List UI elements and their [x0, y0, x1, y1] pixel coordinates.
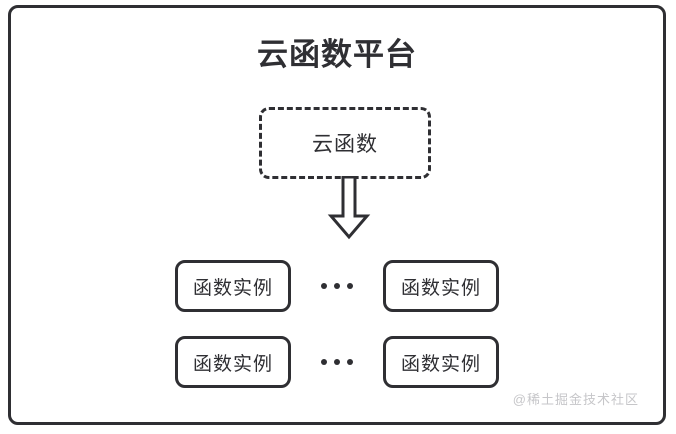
cloud-function-label: 云函数: [312, 133, 378, 156]
ellipsis-separator-icon: [291, 336, 383, 388]
cloud-function-node: 云函数: [259, 107, 431, 179]
function-instance-label: 函数实例: [400, 353, 481, 375]
function-instance-box: 函数实例: [175, 260, 291, 312]
instance-row: 函数实例 函数实例: [11, 336, 663, 388]
ellipsis-dot: [321, 283, 327, 289]
function-instance-box: 函数实例: [383, 260, 499, 312]
function-instance-label: 函数实例: [400, 277, 481, 299]
ellipsis-separator-icon: [291, 260, 383, 312]
function-instance-label: 函数实例: [192, 277, 273, 299]
function-instance-label: 函数实例: [192, 353, 273, 375]
ellipsis-dot: [347, 283, 353, 289]
down-block-arrow-icon: [323, 175, 375, 240]
ellipsis-dot: [321, 359, 327, 365]
cloud-function-platform-frame: 云函数平台 云函数 函数实例 函数实例 函数实例: [8, 5, 666, 425]
ellipsis-dot: [334, 359, 340, 365]
page-title: 云函数平台: [257, 37, 417, 72]
ellipsis-dot: [347, 359, 353, 365]
instance-row: 函数实例 函数实例: [11, 260, 663, 312]
ellipsis-dot: [334, 283, 340, 289]
watermark: @稀土掘金技术社区: [512, 392, 639, 407]
function-instance-box: 函数实例: [175, 336, 291, 388]
function-instance-box: 函数实例: [383, 336, 499, 388]
